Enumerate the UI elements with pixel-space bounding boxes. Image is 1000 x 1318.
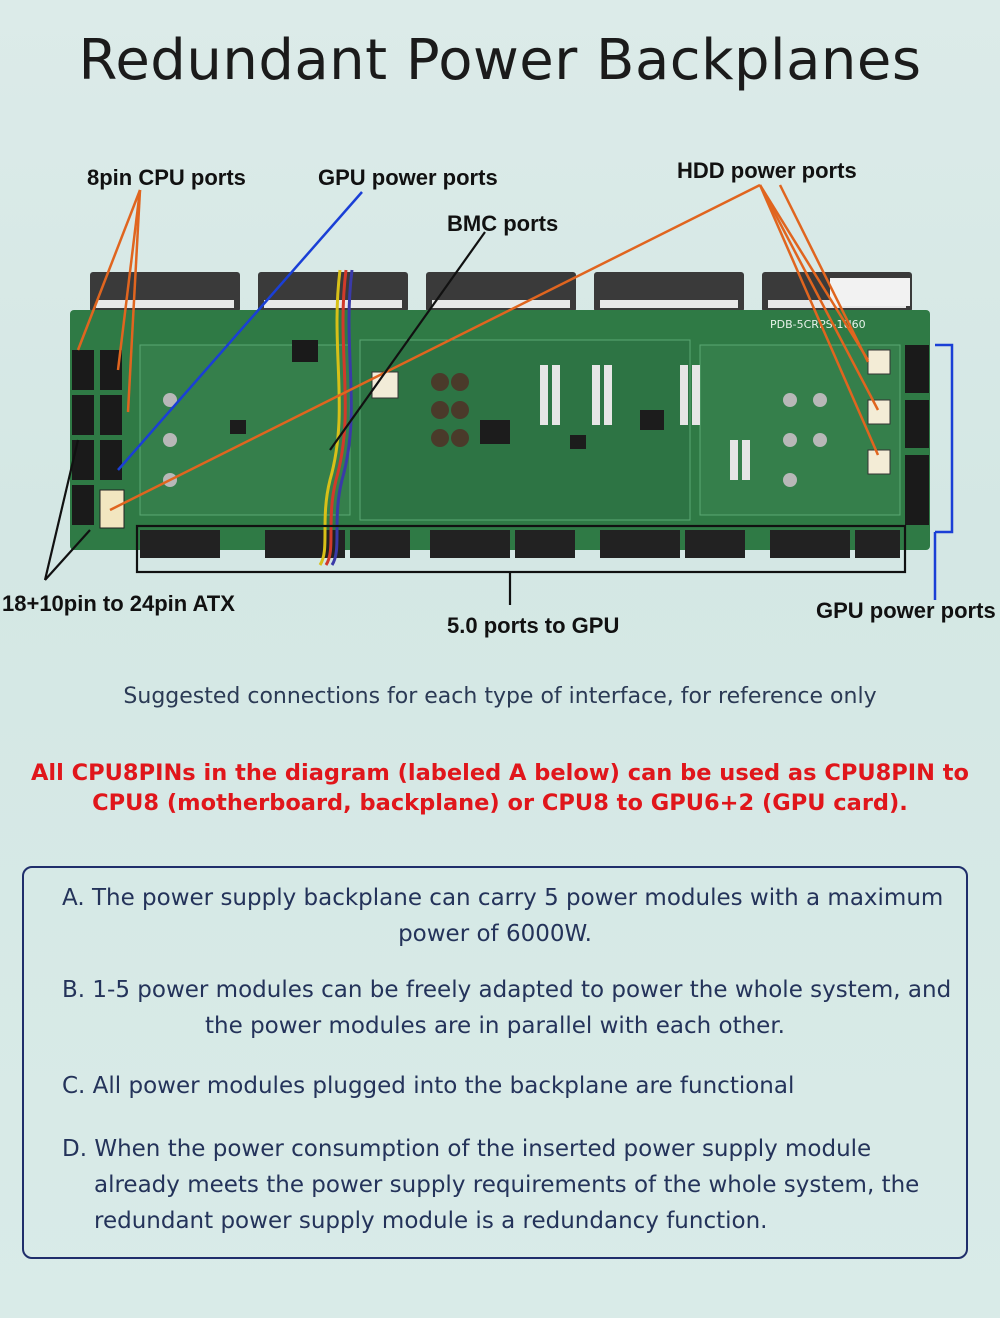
item-a-line2: power of 6000W. [398, 921, 592, 947]
label-5-gpu: 5.0 ports to GPU [447, 613, 620, 638]
item-d-line2: already meets the power supply requireme… [94, 1172, 920, 1198]
warning-line-1: All CPU8PINs in the diagram (labeled A b… [30, 760, 969, 786]
orange-lines [76, 183, 880, 512]
label-atx: 18+10pin to 24pin ATX [2, 591, 235, 616]
label-gpu-power-top: GPU power ports [318, 165, 498, 190]
item-b-line1: B. 1-5 power modules can be freely adapt… [62, 977, 952, 1003]
blue-lines [117, 191, 954, 600]
label-hdd: HDD power ports [677, 158, 857, 183]
backplane-photo: PDB-5CRPS-1U60 [43, 183, 954, 605]
warning-text: All CPU8PINs in the diagram (labeled A b… [30, 758, 970, 818]
item-c: C. All power modules plugged into the ba… [62, 1073, 795, 1099]
item-b-line2: the power modules are in parallel with e… [205, 1013, 785, 1039]
page-title: Redundant Power Backplanes [78, 28, 922, 93]
item-d-line1: D. When the power consumption of the ins… [62, 1136, 872, 1162]
reference-note: Suggested connections for each type of i… [123, 684, 877, 709]
info-box: A. The power supply backplane can carry … [22, 866, 968, 1259]
label-8pin-cpu: 8pin CPU ports [87, 165, 246, 190]
item-d-line3: redundant power supply module is a redun… [94, 1208, 768, 1234]
label-bmc: BMC ports [447, 211, 559, 236]
warning-line-2: CPU8 (motherboard, backplane) or CPU8 to… [92, 790, 908, 816]
label-gpu-power-right: GPU power ports [816, 598, 996, 623]
item-a-line1: A. The power supply backplane can carry … [62, 885, 944, 911]
backplane-diagram: PDB-5CRPS-1U60 [0, 150, 1000, 650]
black-lines [43, 231, 907, 605]
svg-text:PDB-5CRPS-1U60: PDB-5CRPS-1U60 [770, 318, 866, 331]
